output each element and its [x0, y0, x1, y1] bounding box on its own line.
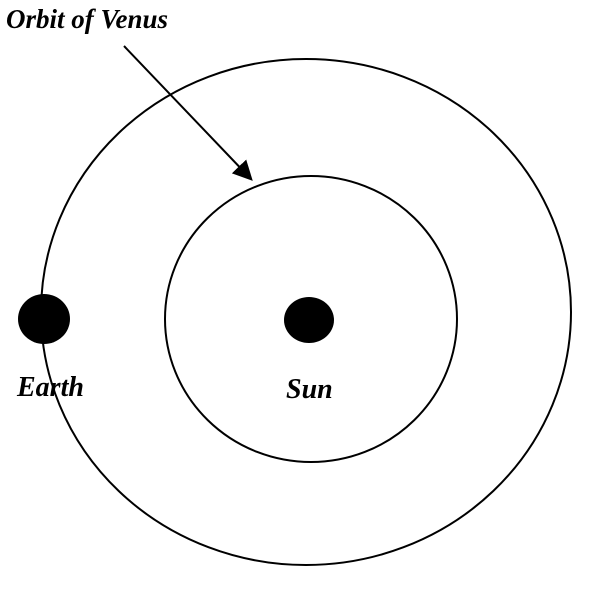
- venus-orbit: [164, 175, 458, 463]
- earth-body: [18, 294, 70, 344]
- orbit-of-venus-label: Orbit of Venus: [6, 4, 168, 34]
- sun-body: [284, 297, 334, 343]
- earth-label: Earth: [16, 372, 84, 403]
- sun-label: Sun: [286, 374, 333, 405]
- venus-orbit-arrow: [123, 45, 253, 181]
